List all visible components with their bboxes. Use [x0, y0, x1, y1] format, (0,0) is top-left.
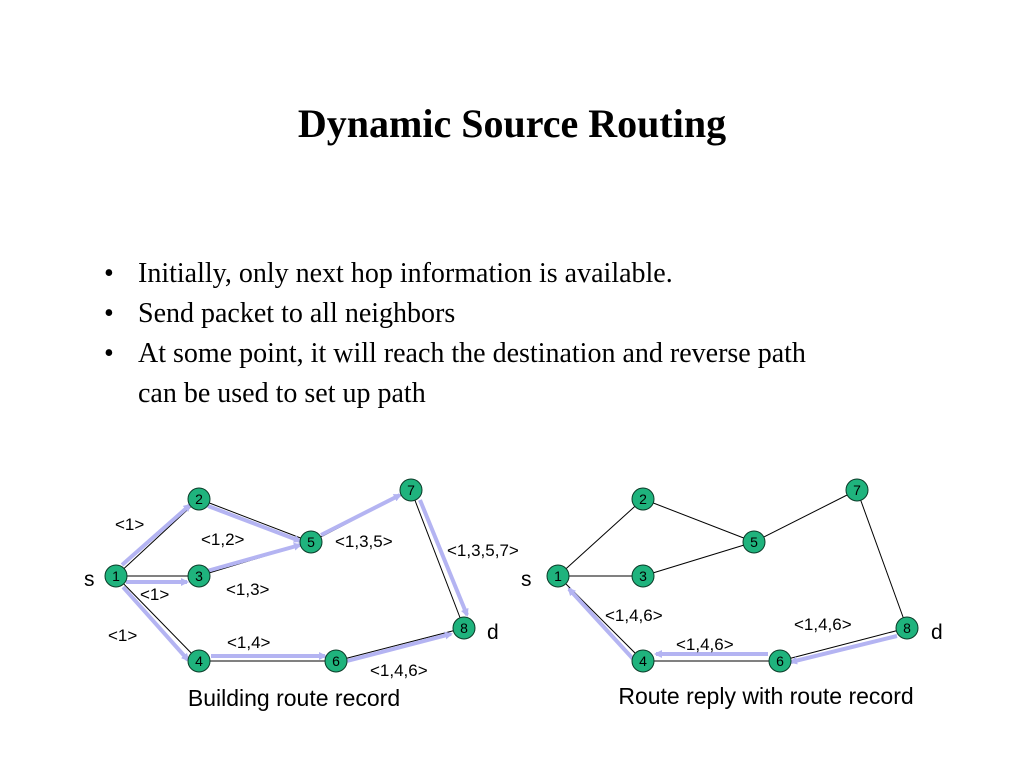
- node-label: 3: [195, 568, 203, 584]
- route-record: <1>: [115, 515, 144, 534]
- node-8: 8: [452, 616, 476, 640]
- node-4: 4: [187, 649, 211, 673]
- bullet-item: • Initially, only next hop information is…: [104, 254, 824, 294]
- node-3: 3: [187, 564, 211, 588]
- arrow-8-6: [789, 634, 898, 665]
- node-8: 8: [895, 616, 919, 640]
- node-label: 7: [407, 482, 415, 498]
- left-caption: Building route record: [188, 685, 400, 711]
- left-diagram: 1 2 3 4 5 6 7 8 s d <1> <1,2> <1,3,5> <1…: [84, 478, 519, 711]
- route-record: <1,2>: [201, 530, 245, 549]
- arrow-3-5: [206, 542, 302, 573]
- edge-7-8: [410, 489, 465, 629]
- node-label: 2: [195, 491, 203, 507]
- bullet-text: Initially, only next hop information is …: [138, 258, 673, 289]
- route-record: <1,4>: [227, 633, 271, 652]
- bullet-item: • At some point, it will reach the destin…: [104, 334, 824, 414]
- edge-6-8: [779, 627, 908, 662]
- node-label: 8: [460, 620, 468, 636]
- node-6: 6: [324, 649, 348, 673]
- node-label: 3: [639, 568, 647, 584]
- node-label: 6: [776, 653, 784, 669]
- route-record: <1,3,5,7>: [447, 541, 519, 560]
- bullet-text: At some point, it will reach the destina…: [138, 338, 806, 409]
- bullet-list: • Initially, only next hop information is…: [104, 254, 824, 414]
- dest-label: d: [487, 621, 499, 644]
- node-2: 2: [631, 487, 655, 511]
- node-2: 2: [187, 487, 211, 511]
- arrow-5-7: [320, 493, 402, 537]
- node-3: 3: [631, 564, 655, 588]
- node-label: 4: [639, 653, 647, 669]
- node-4: 4: [631, 649, 655, 673]
- node-6: 6: [768, 649, 792, 673]
- edge-7-8: [856, 489, 908, 629]
- edge-2-5: [642, 498, 755, 543]
- node-7: 7: [845, 478, 869, 502]
- arrow-4-1: [567, 587, 636, 662]
- arrow-2-5: [207, 504, 302, 543]
- arrow-1-2: [120, 503, 192, 567]
- edge-1-4: [115, 575, 200, 662]
- bullet-text: Send packet to all neighbors: [138, 298, 456, 329]
- edge-6-8: [335, 627, 465, 662]
- node-label: 5: [307, 534, 315, 550]
- arrow-7-8: [418, 499, 469, 617]
- route-record: <1,4,6>: [605, 606, 663, 625]
- bullet-item: • Send packet to all neighbors: [104, 294, 824, 334]
- node-5: 5: [299, 530, 323, 554]
- bullet-dot: •: [104, 338, 114, 369]
- node-label: 2: [639, 491, 647, 507]
- node-label: 7: [853, 482, 861, 498]
- edge-5-7: [753, 489, 858, 543]
- bullet-dot: •: [104, 258, 114, 289]
- node-7: 7: [399, 478, 423, 502]
- node-1: 1: [546, 564, 570, 588]
- route-record: <1>: [140, 585, 169, 604]
- page-title: Dynamic Source Routing: [297, 101, 727, 146]
- node-label: 6: [332, 653, 340, 669]
- arrow-1-4: [121, 585, 190, 662]
- route-record: <1,4,6>: [370, 661, 428, 680]
- node-1: 1: [104, 564, 128, 588]
- edge-3-5: [642, 541, 755, 577]
- node-label: 1: [112, 568, 120, 584]
- route-record: <1,3,5>: [335, 532, 393, 551]
- node-label: 1: [554, 568, 562, 584]
- route-record: <1,4,6>: [794, 615, 852, 634]
- node-label: 5: [750, 534, 758, 550]
- route-record: <1,3>: [226, 580, 270, 599]
- node-label: 8: [903, 620, 911, 636]
- bullet-dot: •: [104, 298, 114, 329]
- route-record: <1>: [108, 626, 137, 645]
- node-5: 5: [742, 530, 766, 554]
- edge-2-5: [198, 498, 312, 543]
- node-label: 4: [195, 653, 203, 669]
- source-label: s: [84, 568, 95, 591]
- arrow-6-8: [346, 631, 453, 663]
- dest-label: d: [931, 621, 943, 644]
- edge-1-2: [557, 498, 644, 577]
- right-caption: Route reply with route record: [618, 683, 913, 709]
- route-record: <1,4,6>: [676, 635, 734, 654]
- right-diagram: 1 2 3 4 5 6 7 8 s d <1,4,6> <1,4,6> <1,4…: [521, 478, 943, 709]
- source-label: s: [521, 568, 532, 591]
